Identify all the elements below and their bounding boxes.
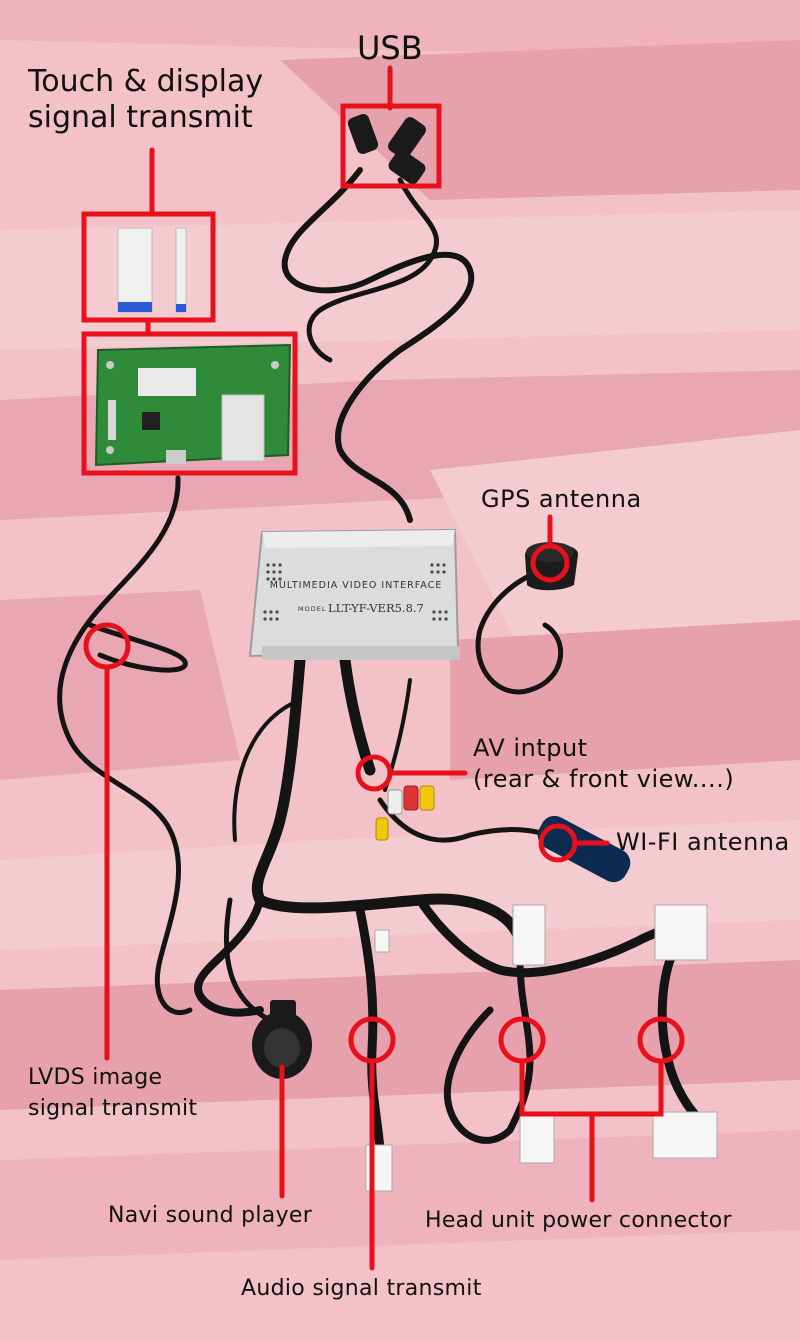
av-input-label: AV intput (rear & front view....) [473, 734, 735, 794]
head-unit-power-label: Head unit power connector [425, 1208, 732, 1233]
audio-signal-label: Audio signal transmit [241, 1276, 482, 1301]
lvds-cable [57, 475, 193, 1015]
gps-cable [475, 567, 563, 695]
module-title: MULTIMEDIA VIDEO INTERFACE [270, 580, 443, 591]
white-connectors [365, 904, 718, 1192]
usb-label: USB [357, 29, 423, 67]
module-model: LLT-YF-VER5.8.7 [328, 601, 424, 615]
wifi-antenna-stick [537, 815, 631, 883]
touch-display-label: Touch & display signal transmit [28, 64, 264, 135]
lvds-label: LVDS image signal transmit [28, 1065, 198, 1121]
cables [57, 167, 705, 1155]
touch-display-pcb [94, 343, 292, 467]
wifi-antenna-label: WI-FI antenna [616, 828, 790, 856]
gps-antenna-label: GPS antenna [481, 485, 642, 513]
flex-ribbons [117, 227, 187, 313]
rca-plugs [375, 785, 435, 841]
navi-sound-label: Navi sound player [108, 1203, 313, 1228]
navi-speaker [252, 1000, 312, 1079]
annotation-marks [81, 65, 685, 1271]
module-model-prefix: MODEL [298, 605, 326, 613]
usb-connectors [347, 114, 426, 185]
interface-module: MULTIMEDIA VIDEO INTERFACE MODEL LLT-YF-… [248, 528, 460, 660]
usb-cable [281, 167, 475, 523]
